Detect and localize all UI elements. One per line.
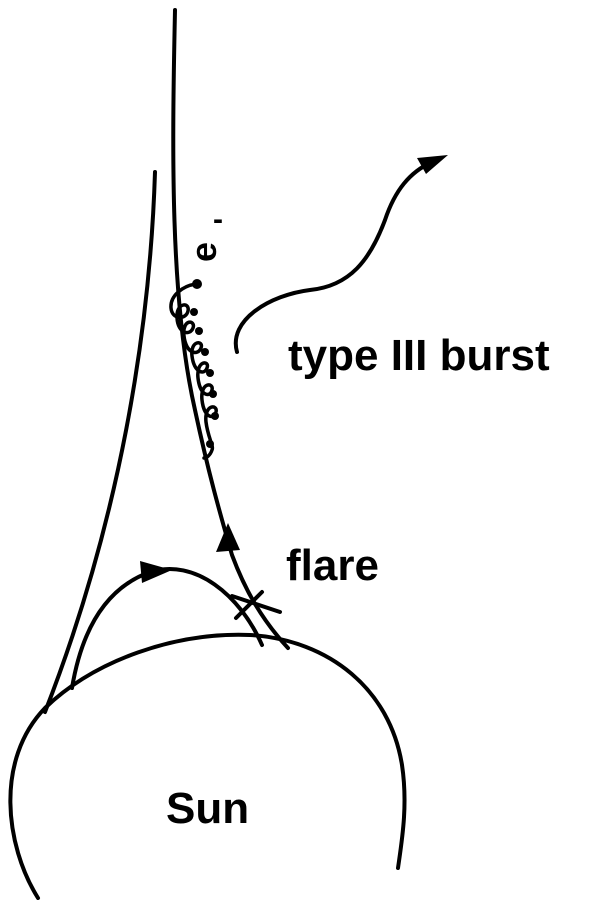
electron-dot	[192, 279, 202, 289]
helix-dot	[206, 440, 214, 448]
helix-dot	[201, 348, 209, 356]
radio-emission-arrow-icon	[417, 155, 448, 174]
helix-dot	[209, 390, 217, 398]
sun-outline	[10, 635, 404, 898]
radio-emission-wave	[236, 162, 432, 352]
helix-dot	[195, 327, 203, 335]
type-iii-burst-label: type III burst	[288, 331, 550, 380]
helix-dot	[206, 369, 214, 377]
electron-label: e	[183, 242, 224, 262]
open-field-line	[173, 10, 288, 648]
flare-label: flare	[286, 541, 379, 590]
streamer-left-boundary	[45, 172, 155, 712]
field-line-arrow-icon	[216, 523, 240, 552]
helix-dot	[211, 412, 219, 420]
electron-charge-label: -	[213, 203, 223, 236]
helix-dot	[190, 308, 198, 316]
sun-label: Sun	[166, 784, 249, 833]
loop-arrow-icon	[140, 561, 172, 583]
